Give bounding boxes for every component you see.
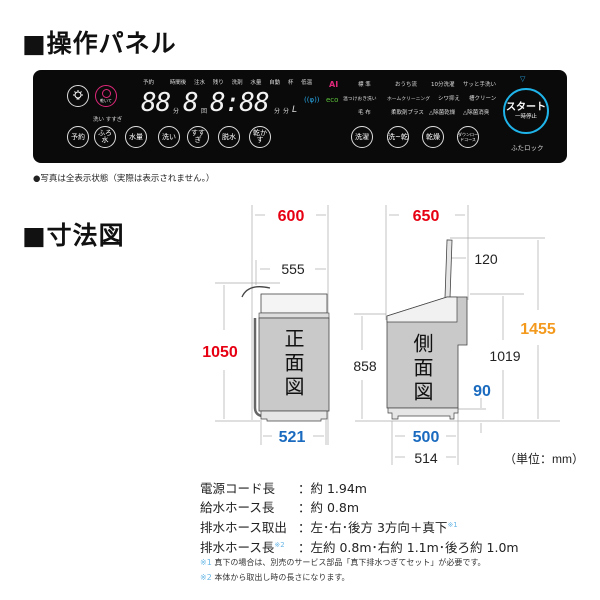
footnote-ref: ※2 [274, 540, 285, 549]
lid-offset: 120 [474, 251, 498, 267]
lid-open-height: 1455 [520, 321, 556, 338]
spec-row: 排水ホース取出 [200, 517, 287, 536]
footnote-ref: ※1 [447, 520, 458, 529]
display-label: 時間後 [169, 80, 187, 86]
display-label: 注水 [194, 80, 206, 86]
display-bottom-labels: 洗い すすぎ [93, 117, 123, 123]
course-label: 10分洗濯 [431, 82, 455, 88]
bath-water-button[interactable]: ふろ水 [94, 126, 116, 148]
dimension-values: 600 555 1050 521 650 120 858 1019 1455 9… [202, 208, 584, 466]
display-label: 自動 [269, 80, 281, 86]
display-unit: L [292, 105, 298, 115]
ai-label: AI [329, 80, 339, 89]
unit-label: （単位：mm） [504, 451, 584, 466]
display-unit: 分 [173, 108, 180, 115]
side-view-drawing [386, 239, 468, 420]
front-view-label: 正面図 [281, 328, 305, 400]
dims-section-title: ■寸法図 [22, 221, 125, 250]
front-height-side: 858 [353, 358, 377, 374]
water-level-button[interactable]: 水量 [125, 126, 147, 148]
display-unit: 分 [283, 108, 290, 115]
spec-label: 排水ホース取出 [200, 520, 287, 535]
front-view-drawing [241, 286, 330, 422]
spec-label: 電源コード長 [200, 481, 276, 496]
footnote-mark: ※1 [200, 558, 212, 567]
wash-button[interactable]: 洗い [158, 126, 180, 148]
reserve-button[interactable]: 予約 [67, 126, 89, 148]
footnote-text: 真下の場合は、別売のサービス部品「真下排水つぎてセット」が必要です。 [214, 558, 486, 567]
dry-course-button[interactable]: 乾燥 [422, 126, 444, 148]
pause-label: 一時停止 [514, 113, 537, 120]
display-label: 残り [212, 80, 224, 86]
light-icon[interactable] [67, 85, 89, 107]
display-label: 低温 [301, 80, 313, 86]
spec-row: 電源コード長 [200, 478, 275, 497]
display-label: 水量 [250, 80, 262, 86]
wifi-icon: ▽ [520, 75, 526, 83]
front-height: 1050 [202, 344, 238, 361]
front-base-width: 521 [279, 429, 306, 446]
course-label: 槽クリーン [469, 96, 497, 102]
spec-value: ：左･右･後方 3方向＋真下※1 [298, 517, 458, 536]
side-base-depth: 500 [413, 429, 440, 446]
dry-label: 乾いて [100, 98, 112, 103]
course-label: おうち流 [395, 82, 418, 88]
panel-height: 1019 [489, 348, 520, 364]
display-label: 予約 [143, 80, 155, 86]
course-label: シワ抑え [438, 96, 461, 102]
floor-clearance: 90 [473, 383, 491, 400]
front-width-body: 555 [281, 261, 305, 277]
lid-lock-label: ふたロック [511, 144, 544, 152]
spec-label: 給水ホース長 [200, 500, 275, 515]
footnote: ※2 本体から取出し時の長さになります。 [200, 572, 350, 583]
display-digits-3: 8:88 [210, 88, 270, 118]
display-unit: 分 [274, 108, 281, 115]
spec-value: ：左約 0.8m･右約 1.1m･後ろ約 1.0m [298, 540, 519, 555]
spin-button[interactable]: 脱水 [218, 126, 240, 148]
course-label: △除菌消臭 [463, 110, 490, 116]
course-label: △除菌乾燥 [429, 110, 456, 116]
footnote: ※1 真下の場合は、別売のサービス部品「真下排水つぎてセット」が必要です。 [200, 557, 486, 568]
start-pause-button[interactable]: スタート 一時停止 [503, 88, 549, 134]
course-label: 柔軟剤プラス [391, 110, 424, 116]
spec-label: 排水ホース長 [200, 540, 275, 555]
spec-row: 排水ホース長※2 [200, 537, 285, 556]
clock-icon [101, 89, 111, 98]
spec-value: ：約 0.8m [298, 500, 360, 515]
dry-button[interactable]: 乾いて [95, 85, 117, 107]
course-label: サッと手洗い [463, 82, 497, 88]
wifi-indicator-icon: ((φ)) [304, 96, 320, 104]
course-label: 温つけおき洗い [343, 97, 377, 102]
display-digits-2: 8 [183, 88, 199, 118]
display-top-labels: 予約 時間後 注水 残り 洗剤 水量 自動 杯 低温 [143, 80, 312, 87]
spec-value: ：約 1.94m [298, 481, 367, 496]
rinse-button[interactable]: すすぎ [187, 126, 209, 148]
dimension-diagram: 600 555 1050 521 650 120 858 1019 1455 9… [202, 205, 584, 466]
display-label: 杯 [287, 80, 294, 86]
display-unit: 回 [201, 108, 208, 115]
spec-value-text: ：左･右･後方 3方向＋真下 [298, 520, 448, 535]
course-label: 標 準 [358, 82, 371, 88]
download-course-button[interactable]: ダウンロードコース [457, 126, 479, 148]
side-foot-depth: 514 [414, 450, 438, 466]
wash-dry-button[interactable]: 洗~乾 [387, 126, 409, 148]
display-digits-1: 88 [141, 88, 171, 118]
footnote-text: 本体から取出し時の長さになります。 [214, 573, 350, 582]
wash-course-button[interactable]: 洗濯 [351, 126, 373, 148]
dimension-lines [215, 205, 560, 465]
panel-note: ●写真は全表示状態（実際は表示されません。） [33, 174, 215, 184]
dry-time-button[interactable]: 乾かす [249, 126, 271, 148]
footnote-mark: ※2 [200, 573, 212, 582]
side-view-label: 側面図 [410, 333, 434, 405]
front-width-total: 600 [278, 208, 305, 225]
course-label: ホームクリーニング [387, 97, 431, 102]
panel-section-title: ■操作パネル [22, 29, 177, 58]
spec-row: 給水ホース長 [200, 497, 274, 516]
display-label: 洗剤 [231, 80, 243, 86]
start-label: スタート [506, 101, 546, 113]
control-panel: 乾いて 予約 時間後 注水 残り 洗剤 水量 自動 杯 低温 88 分 8 回 … [33, 70, 567, 163]
side-depth-total: 650 [413, 208, 440, 225]
course-label: 毛 布 [358, 110, 371, 116]
eco-label: eco [326, 96, 339, 104]
